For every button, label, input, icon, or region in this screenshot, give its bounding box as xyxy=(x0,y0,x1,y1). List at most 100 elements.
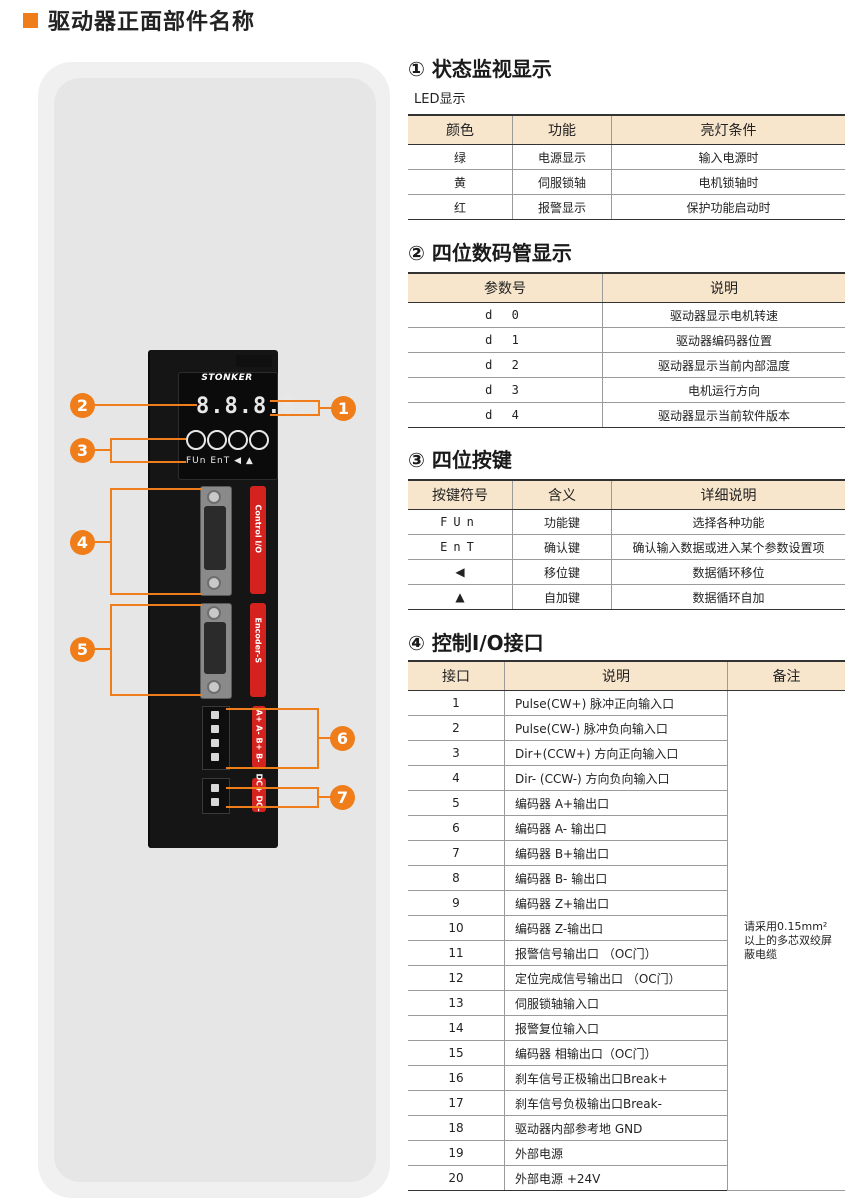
terminal-pin xyxy=(211,798,219,806)
port-number: 20 xyxy=(408,1165,505,1191)
port-number: 18 xyxy=(408,1115,505,1141)
screw-icon xyxy=(207,490,221,504)
port-number: 3 xyxy=(408,740,505,766)
port-number: 17 xyxy=(408,1090,505,1116)
table-row: ▲自加键数据循环自加 xyxy=(408,584,845,610)
port-description: 编码器 B+输出口 xyxy=(504,840,728,866)
port-number: 10 xyxy=(408,915,505,941)
col-header: 说明 xyxy=(504,660,728,691)
table-cell: FUn xyxy=(408,509,513,535)
table-cell: d 4 xyxy=(408,402,603,428)
port-number: 1 xyxy=(408,690,505,716)
table-cell: 驱动器编码器位置 xyxy=(602,327,845,353)
dc-terminal-label: DC+ DC- xyxy=(252,774,266,812)
encoder-socket xyxy=(204,622,226,674)
up-key xyxy=(249,430,269,450)
table-cell: ▲ xyxy=(408,584,513,610)
table-cell: 输入电源时 xyxy=(611,144,845,170)
table-cell: 确认键 xyxy=(512,534,612,560)
col-header: 说明 xyxy=(602,272,845,303)
section2-title: ② 四位数码管显示 xyxy=(408,241,572,265)
terminal-pin xyxy=(211,725,219,733)
callout-line xyxy=(226,708,318,710)
col-header: 备注 xyxy=(727,660,845,691)
ent-key xyxy=(207,430,227,450)
port-number: 14 xyxy=(408,1015,505,1041)
cable-note: 请采用0.15mm² 以上的多芯双绞屏蔽电缆 xyxy=(727,690,845,1191)
port-number: 16 xyxy=(408,1065,505,1091)
port-description: Pulse(CW-) 脉冲负向输入口 xyxy=(504,715,728,741)
callout-line xyxy=(317,796,331,798)
screw-icon xyxy=(207,576,221,590)
table-cell: 确认输入数据或进入某个参数设置项 xyxy=(611,534,845,560)
section1-title: ① 状态监视显示 xyxy=(408,57,552,81)
port-description: 编码器 A+输出口 xyxy=(504,790,728,816)
table-cell: 电机运行方向 xyxy=(602,377,845,403)
table-cell: 保护功能启动时 xyxy=(611,194,845,220)
port-description: 外部电源 xyxy=(504,1140,728,1166)
col-header: 功能 xyxy=(512,114,612,145)
table-cell: 黄 xyxy=(408,169,513,195)
callout-line xyxy=(110,604,112,696)
port-number: 8 xyxy=(408,865,505,891)
table-cell: d 2 xyxy=(408,352,603,378)
table-cell: 报警显示 xyxy=(512,194,612,220)
callout-line xyxy=(110,593,202,595)
callout-line xyxy=(110,438,186,440)
port-number: 11 xyxy=(408,940,505,966)
callout-3: 3 xyxy=(70,438,95,463)
table-cell: EnT xyxy=(408,534,513,560)
table-cell: 驱动器显示当前软件版本 xyxy=(602,402,845,428)
table-cell: 电机锁轴时 xyxy=(611,169,845,195)
port-description: 刹车信号负极输出口Break- xyxy=(504,1090,728,1116)
callout-line xyxy=(270,414,320,416)
table-row: 红报警显示保护功能启动时 xyxy=(408,194,845,220)
fun-key xyxy=(186,430,206,450)
port-description: 编码器 相输出口（OC门） xyxy=(504,1040,728,1066)
port-number: 6 xyxy=(408,815,505,841)
port-description: 编码器 Z-输出口 xyxy=(504,915,728,941)
table-row: ◀移位键数据循环移位 xyxy=(408,559,845,585)
table-cell: 绿 xyxy=(408,144,513,170)
port-number: 12 xyxy=(408,965,505,991)
col-header: 接口 xyxy=(408,660,505,691)
table-cell: d 0 xyxy=(408,302,603,328)
led-status-table: 颜色 功能 亮灯条件 绿电源显示输入电源时 黄伺服锁轴电机锁轴时 红报警显示保护… xyxy=(408,114,845,220)
port-number: 9 xyxy=(408,890,505,916)
port-description: 报警复位输入口 xyxy=(504,1015,728,1041)
table-cell: 移位键 xyxy=(512,559,612,585)
shift-key xyxy=(228,430,248,450)
port-description: 驱动器内部参考地 GND xyxy=(504,1115,728,1141)
table-cell: 伺服锁轴 xyxy=(512,169,612,195)
port-description: Pulse(CW+) 脉冲正向输入口 xyxy=(504,690,728,716)
table-cell: 电源显示 xyxy=(512,144,612,170)
table-cell: ◀ xyxy=(408,559,513,585)
section4-title: ④ 控制I/O接口 xyxy=(408,631,544,655)
callout-6: 6 xyxy=(330,726,355,751)
screw-icon xyxy=(207,606,221,620)
table-cell: 数据循环自加 xyxy=(611,584,845,610)
port-description: 外部电源 +24V xyxy=(504,1165,728,1191)
callout-7: 7 xyxy=(330,785,355,810)
port-description: Dir+(CCW+) 方向正向输入口 xyxy=(504,740,728,766)
table-cell: 功能键 xyxy=(512,509,612,535)
port-number: 2 xyxy=(408,715,505,741)
control-io-label: Control I/O xyxy=(250,486,266,594)
table-cell: 驱动器显示电机转速 xyxy=(602,302,845,328)
